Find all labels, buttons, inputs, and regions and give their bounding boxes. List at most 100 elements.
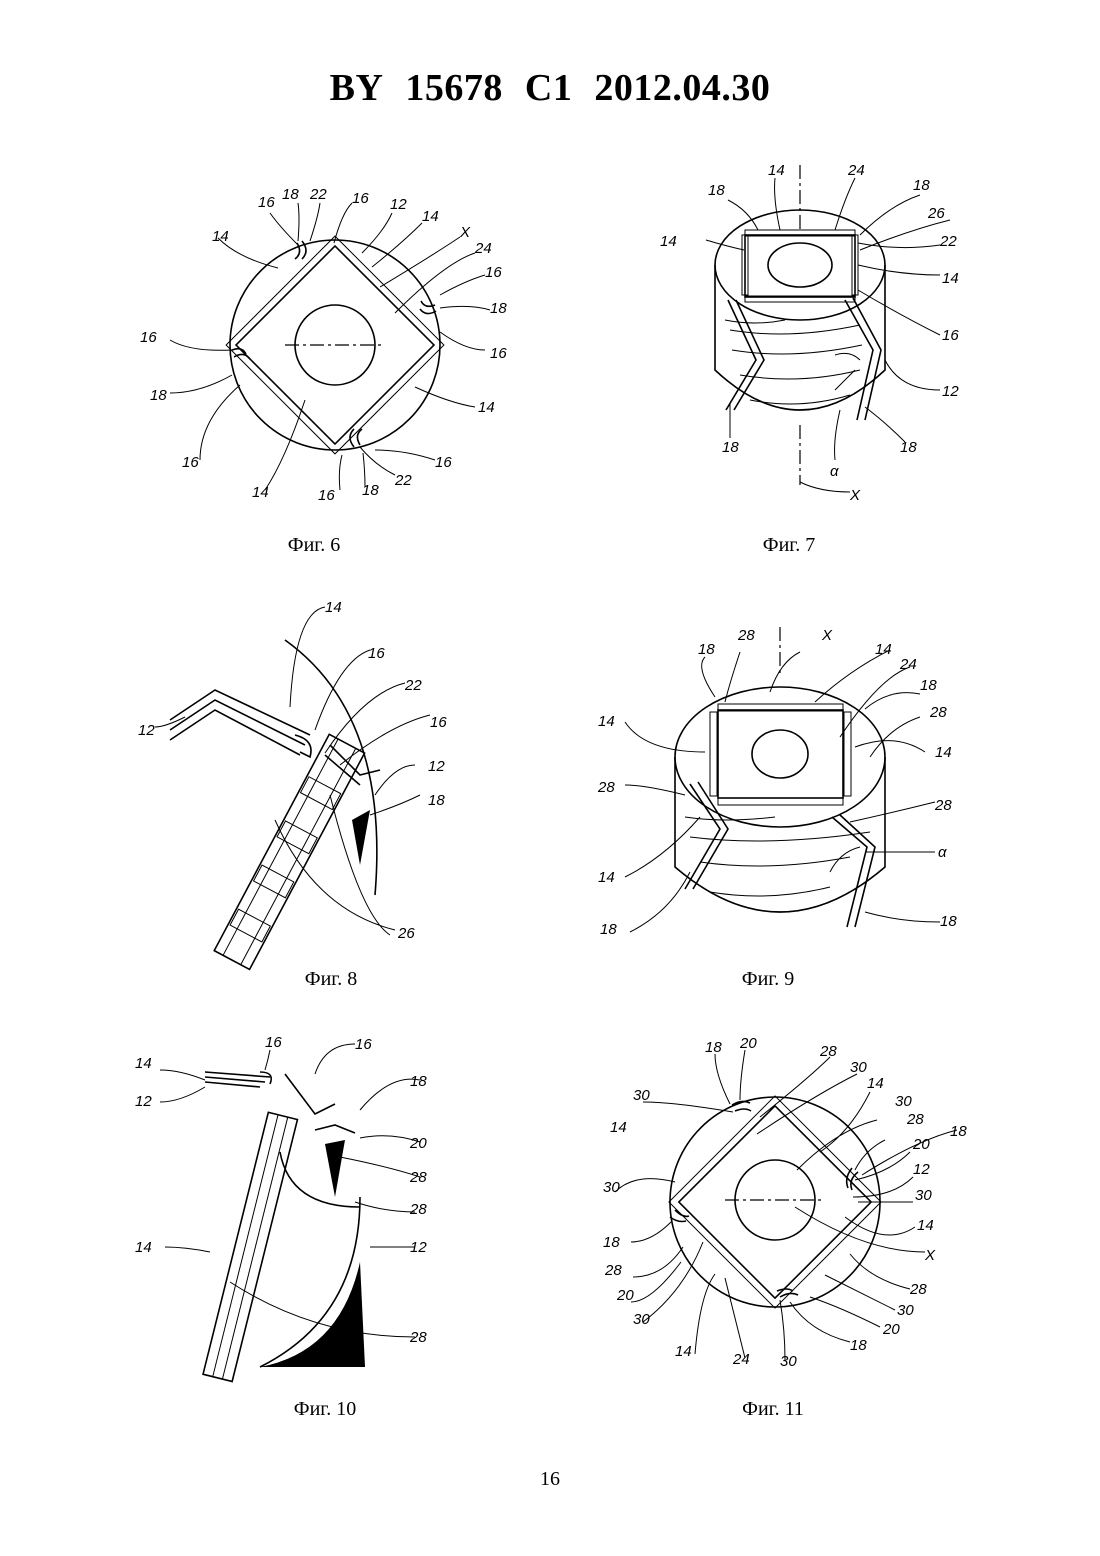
figure-9-label: 18	[698, 641, 715, 658]
figure-9-label: α	[938, 844, 947, 861]
figure-11-label: 30	[915, 1187, 932, 1204]
figure-9-drawing: 28 X 18 14 24 18 28 14 14 28 28 14 α 18 …	[590, 622, 990, 952]
figure-6-caption: Фиг. 6	[288, 534, 340, 557]
header-date: 2012.04.30	[594, 67, 770, 109]
figure-7-caption: Фиг. 7	[763, 534, 815, 557]
figure-9-label: X	[821, 627, 833, 644]
figure-8-label: 12	[138, 722, 155, 739]
figure-9-label: 28	[737, 627, 755, 644]
figure-6-label: 12	[390, 196, 407, 213]
figure-10-label: 18	[410, 1073, 427, 1090]
figure-6-drawing: 16 18 22 16 12 14 X 14 24 16 18 16 16 18…	[130, 175, 530, 515]
figure-11-label: 28	[909, 1281, 927, 1298]
figure-7-label: 18	[722, 439, 739, 456]
figure-6-label: 22	[309, 186, 327, 203]
figure-10-label: 28	[409, 1169, 427, 1186]
figure-7-label: α	[830, 463, 839, 480]
figure-8-label: 12	[428, 758, 445, 775]
figure-8-caption: Фиг. 8	[305, 968, 357, 991]
figure-6-label: 16	[485, 264, 502, 281]
figure-11-label: 28	[906, 1111, 924, 1128]
figure-9-label: 28	[934, 797, 952, 814]
figure-9-caption: Фиг. 9	[742, 968, 794, 991]
figure-10-label: 28	[409, 1201, 427, 1218]
figure-11-label: 30	[603, 1179, 620, 1196]
figure-7-label: 22	[939, 233, 957, 250]
figure-7-label: 14	[660, 233, 677, 250]
figure-11-label: 20	[616, 1287, 634, 1304]
figure-6-label: 18	[282, 186, 299, 203]
figure-11-label: 20	[739, 1035, 757, 1052]
figure-10-label: 28	[409, 1329, 427, 1346]
figure-6-label: 16	[140, 329, 157, 346]
figure-7-label: 18	[708, 182, 725, 199]
figure-7-label: 14	[942, 270, 959, 287]
figure-7-label: 26	[927, 205, 945, 222]
figure-11-label: 30	[633, 1311, 650, 1328]
figure-11-drawing: 18 20 28 30 30 14 14 30 28 18 20 12 30 3…	[595, 1032, 980, 1372]
figure-11-label: 24	[732, 1351, 750, 1368]
figure-9-label: 24	[899, 656, 917, 673]
figure-10-label: 20	[409, 1135, 427, 1152]
figure-11-label: 20	[882, 1321, 900, 1338]
figure-6-label: 14	[252, 484, 269, 501]
figure-10: 16 16 14 12 18 20 28 28 14 12 28	[130, 1032, 450, 1377]
figure-11-label: 14	[675, 1343, 692, 1360]
figure-8-label: 14	[325, 599, 342, 616]
figure-8: 14 16 22 12 16 12 18 26	[130, 595, 450, 950]
figure-7-label: 24	[847, 162, 865, 179]
figure-11-label: 30	[633, 1087, 650, 1104]
figure-6-label: 16	[435, 454, 452, 471]
figure-9-label: 18	[600, 921, 617, 938]
figure-9-label: 14	[598, 713, 615, 730]
figure-11-label: 18	[705, 1039, 722, 1056]
figure-6: 16 18 22 16 12 14 X 14 24 16 18 16 16 18…	[130, 175, 530, 515]
figure-6-label: 16	[352, 190, 369, 207]
figure-11-label: 28	[819, 1043, 837, 1060]
figure-6-label: 16	[318, 487, 335, 504]
figure-6-label: 16	[258, 194, 275, 211]
figure-10-label: 16	[265, 1034, 282, 1051]
figure-6-label: 18	[362, 482, 379, 499]
figure-7: 14 24 18 18 26 14 22 14 16 12 18 α 18 X	[650, 160, 970, 505]
figure-6-label: X	[459, 224, 471, 241]
figure-8-label: 26	[397, 925, 415, 942]
figure-11-label: 12	[913, 1161, 930, 1178]
figure-10-label: 12	[135, 1093, 152, 1110]
figure-7-label: 12	[942, 383, 959, 400]
figure-8-label: 18	[428, 792, 445, 809]
figure-7-label: 18	[913, 177, 930, 194]
figure-10-drawing: 16 16 14 12 18 20 28 28 14 12 28	[130, 1032, 450, 1377]
figure-6-label: 18	[150, 387, 167, 404]
figure-11-label: 30	[895, 1093, 912, 1110]
figure-11-caption: Фиг. 11	[742, 1398, 804, 1421]
figure-9-label: 28	[929, 704, 947, 721]
figure-8-label: 16	[430, 714, 447, 731]
figure-10-label: 14	[135, 1239, 152, 1256]
figure-10-caption: Фиг. 10	[294, 1398, 356, 1421]
figure-8-label: 22	[404, 677, 422, 694]
figure-11-label: 18	[950, 1123, 967, 1140]
figure-11-label: X	[924, 1247, 936, 1264]
header-number: 15678	[405, 67, 503, 109]
figure-7-label: X	[849, 487, 861, 504]
figure-7-drawing: 14 24 18 18 26 14 22 14 16 12 18 α 18 X	[650, 160, 970, 505]
figure-11-label: 28	[604, 1262, 622, 1279]
header-kind: C1	[525, 67, 572, 109]
page-number: 16	[0, 1468, 1100, 1491]
figure-11-label: 14	[867, 1075, 884, 1092]
figure-9-label: 28	[597, 779, 615, 796]
figure-11-label: 30	[780, 1353, 797, 1370]
figure-9-label: 14	[875, 641, 892, 658]
figure-10-label: 16	[355, 1036, 372, 1053]
figure-6-label: 24	[474, 240, 492, 257]
figure-6-label: 16	[182, 454, 199, 471]
figure-6-label: 16	[490, 345, 507, 362]
header-country: BY	[330, 67, 384, 109]
figure-9: 28 X 18 14 24 18 28 14 14 28 28 14 α 18 …	[590, 622, 990, 952]
figure-11-label: 30	[897, 1302, 914, 1319]
document-header: BY 15678 C1 2012.04.30	[0, 66, 1100, 110]
figure-9-label: 18	[920, 677, 937, 694]
figure-9-label: 14	[598, 869, 615, 886]
figure-8-label: 16	[368, 645, 385, 662]
